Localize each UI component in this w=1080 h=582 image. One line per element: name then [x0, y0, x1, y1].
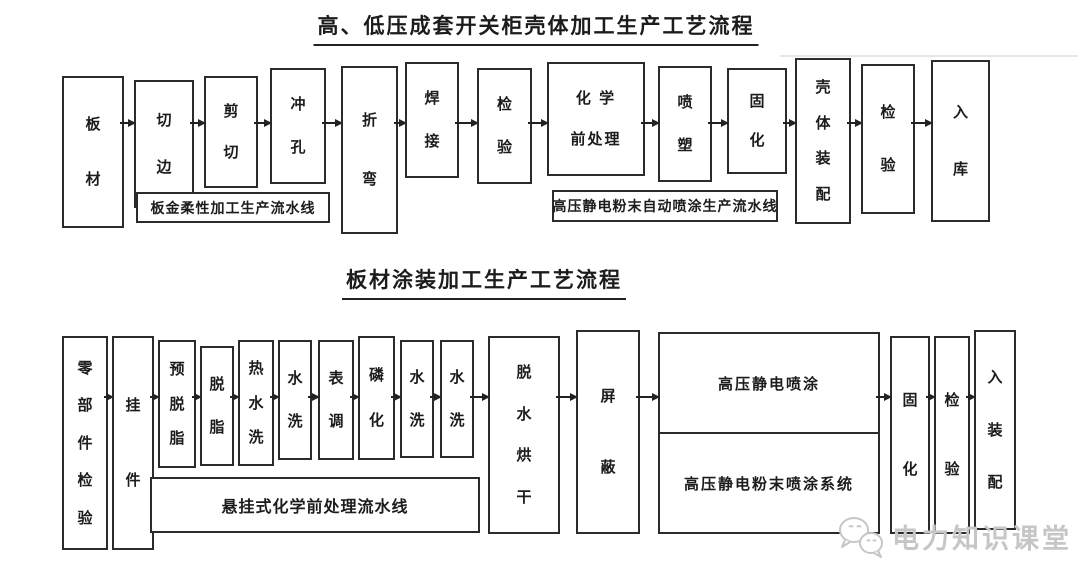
split-cell-electrostatic-spraying: 高压静电喷涂 — [660, 334, 878, 434]
box-bending: 折弯 — [341, 66, 398, 234]
box-parts-inspection: 零部件检验 — [62, 336, 108, 550]
flow-arrow — [270, 393, 280, 401]
box-to-assembly: 入装配 — [974, 330, 1016, 530]
box-surface-conditioning: 表调 — [318, 340, 354, 460]
box-shearing: 剪切 — [204, 76, 258, 188]
flow-arrow — [190, 119, 206, 127]
box-inspection-2: 检验 — [861, 64, 915, 214]
flow-arrow — [847, 119, 863, 127]
flow-arrow — [470, 393, 490, 401]
line-label-powder-spray-line: 高压静电粉末自动喷涂生产流水线 — [552, 190, 778, 222]
box-water-rinse-3: 水洗 — [440, 340, 474, 458]
flow-arrow — [192, 393, 202, 401]
flow-arrow — [394, 119, 407, 127]
box-phosphating: 磷化 — [358, 336, 395, 460]
scan-artifact-line — [780, 55, 1078, 57]
box-line-top: 化 学 — [575, 89, 617, 107]
flow-arrow — [230, 393, 240, 401]
box-pre-degreasing: 预脱脂 — [158, 340, 196, 468]
flow-arrow — [308, 393, 320, 401]
flow-arrow — [641, 119, 660, 127]
chart1-title: 高、低压成套开关柜壳体加工生产工艺流程 — [313, 10, 759, 46]
line-label-sheet-metal-line: 板金柔性加工生产流水线 — [136, 192, 330, 223]
box-powder-coating: 喷塑 — [658, 66, 712, 182]
flow-arrow — [104, 393, 114, 401]
box-dewater-drying: 脱水烘干 — [488, 336, 560, 534]
flow-arrow — [254, 119, 272, 127]
flow-arrow — [150, 393, 160, 401]
box-inspection-3: 检验 — [934, 336, 970, 534]
box-water-rinse-1: 水洗 — [278, 340, 312, 460]
wechat-icon — [839, 517, 883, 558]
box-warehousing: 入库 — [931, 60, 990, 222]
split-cell-powder-spraying-system: 高压静电粉末喷涂系统 — [683, 475, 854, 493]
box-inspection-1: 检验 — [477, 68, 532, 184]
line-label-pretreatment-line: 悬挂式化学前处理流水线 — [150, 477, 480, 533]
box-punching: 冲孔 — [270, 68, 326, 184]
watermark: 电力知识课堂 — [836, 514, 1072, 558]
flow-arrow — [391, 393, 402, 401]
box-degreasing: 脱脂 — [200, 346, 234, 466]
box-masking: 屏蔽 — [576, 330, 640, 534]
box-line-bottom: 前处理 — [570, 131, 622, 149]
flow-arrow — [636, 393, 660, 401]
flow-arrow — [926, 393, 936, 401]
box-curing-1: 固化 — [727, 68, 787, 174]
flow-arrow — [556, 393, 578, 401]
flow-arrow — [966, 393, 976, 401]
box-hot-water-rinse: 热水洗 — [238, 340, 274, 466]
box-hanging: 挂件 — [112, 336, 154, 550]
flow-arrow — [876, 393, 892, 401]
box-water-rinse-2: 水洗 — [400, 340, 434, 458]
box-sheet-material: 板材 — [62, 76, 124, 228]
flow-arrow — [120, 119, 136, 127]
flow-arrow — [783, 119, 797, 127]
box-chemical-pretreatment: 化 学 前处理 — [547, 62, 645, 176]
flow-arrow — [322, 119, 343, 127]
box-shell-assembly: 壳体装配 — [795, 58, 851, 224]
flow-arrow — [528, 119, 549, 127]
flow-arrow — [350, 393, 360, 401]
box-welding: 焊接 — [405, 62, 459, 178]
watermark-text: 电力知识课堂 — [892, 523, 1072, 554]
flow-arrow — [911, 119, 933, 127]
electrostatic-spray-system-box: 高压静电喷涂 高压静电粉末喷涂系统 — [658, 332, 880, 534]
chart2-title: 板材涂装加工生产工艺流程 — [342, 264, 626, 300]
flow-arrow — [430, 393, 442, 401]
flow-arrow — [708, 119, 729, 127]
box-curing-2: 固化 — [890, 336, 930, 534]
flow-arrow — [455, 119, 479, 127]
box-edge-cutting: 切边 — [134, 80, 194, 208]
